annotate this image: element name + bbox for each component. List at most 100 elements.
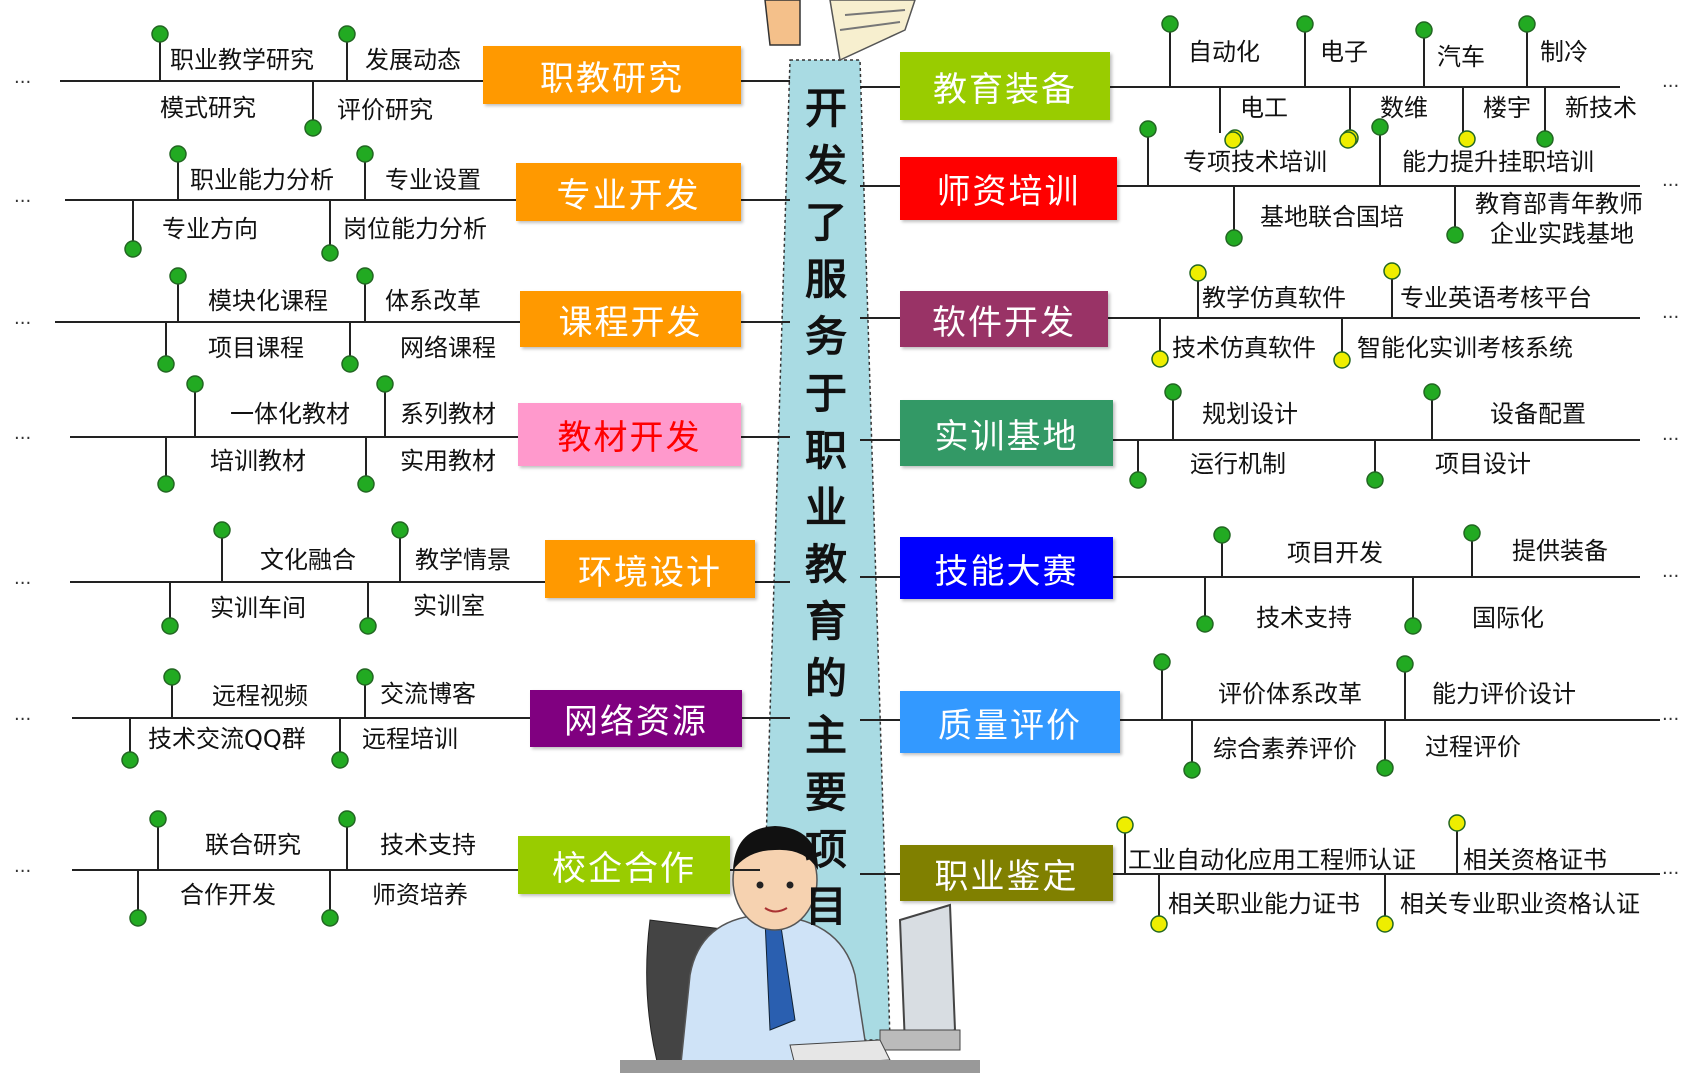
ellipsis-left: ... — [14, 308, 32, 329]
ellipsis-right: ... — [1662, 424, 1680, 445]
leaf-label: 规划设计 — [1202, 400, 1298, 428]
connector-lines — [55, 15, 1660, 933]
leaf-label: 新技术 — [1565, 94, 1637, 122]
leaf-label: 技术支持 — [380, 831, 476, 859]
leaf-label: 岗位能力分析 — [343, 215, 487, 243]
leaf-node-dot — [1213, 526, 1231, 544]
leaf-label: 交流博客 — [380, 680, 476, 708]
leaf-label: 项目开发 — [1287, 539, 1383, 567]
leaf-label: 项目设计 — [1435, 450, 1531, 478]
leaf-node-dot — [151, 25, 169, 43]
leaf-node-dot — [1446, 226, 1464, 244]
leaf-label: 师资培养 — [372, 881, 468, 909]
leaf-node-dot — [169, 145, 187, 163]
branch-box-left[interactable]: 教材开发 — [518, 403, 741, 466]
branch-box-right[interactable]: 质量评价 — [900, 691, 1120, 753]
ellipsis-left: ... — [14, 423, 32, 444]
branch-box-left[interactable]: 网络资源 — [530, 690, 742, 747]
leaf-label: 运行机制 — [1190, 450, 1286, 478]
leaf-node-dot — [169, 267, 187, 285]
center-title-char: 发 — [804, 141, 847, 190]
ellipsis-right: ... — [1662, 302, 1680, 323]
leaf-label: 专业英语考核平台 — [1400, 284, 1592, 312]
leaf-node-dot — [186, 375, 204, 393]
leaf-label: 职业教学研究 — [170, 46, 314, 74]
leaf-node-dot — [1153, 653, 1171, 671]
leaf-node-dot — [121, 751, 139, 769]
leaf-label: 智能化实训考核系统 — [1357, 334, 1573, 362]
branch-box-right[interactable]: 技能大赛 — [900, 537, 1113, 599]
ellipsis-left: ... — [14, 856, 32, 877]
leaf-node-dot — [321, 244, 339, 262]
branch-box-right[interactable]: 实训基地 — [900, 400, 1113, 466]
branch-box-left[interactable]: 专业开发 — [516, 163, 741, 221]
leaf-node-dot — [356, 145, 374, 163]
leaf-label: 评价研究 — [337, 96, 433, 124]
leaf-node-dot — [1423, 383, 1441, 401]
leaf-node-dot — [338, 810, 356, 828]
center-title-char: 主 — [804, 711, 847, 760]
leaf-node-dot — [161, 617, 179, 635]
leaf-node-dot-yellow — [1333, 351, 1351, 369]
center-title-char: 服 — [804, 255, 847, 304]
leaf-node-dot — [1183, 761, 1201, 779]
leaf-label: 提供装备 — [1512, 537, 1608, 565]
center-title-char: 了 — [804, 198, 847, 247]
leaf-label: 一体化教材 — [230, 400, 350, 428]
leaf-label: 培训教材 — [210, 447, 306, 475]
leaf-label: 模块化课程 — [208, 287, 328, 315]
leaf-node-dot-yellow — [1376, 915, 1394, 933]
branch-box-right[interactable]: 职业鉴定 — [900, 845, 1113, 901]
branch-box-left[interactable]: 职教研究 — [483, 46, 741, 104]
leaf-label: 模式研究 — [160, 94, 256, 122]
branch-box-right[interactable]: 软件开发 — [900, 291, 1108, 347]
ellipsis-left: ... — [14, 186, 32, 207]
branch-box-left[interactable]: 校企合作 — [518, 836, 730, 894]
leaf-node-dot — [1225, 229, 1243, 247]
center-title-char: 育 — [804, 597, 847, 646]
leaf-label: 远程培训 — [362, 725, 458, 753]
leaf-label: 企业实践基地 — [1490, 220, 1634, 248]
leaf-label: 综合素养评价 — [1213, 735, 1357, 763]
leaf-node-dot — [1415, 21, 1433, 39]
leaf-label: 专项技术培训 — [1183, 148, 1327, 176]
leaf-node-dot — [163, 668, 181, 686]
center-title-char: 于 — [804, 369, 847, 418]
ellipsis-left: ... — [14, 67, 32, 88]
leaf-label: 基地联合国培 — [1260, 203, 1404, 231]
leaf-label: 楼宇 — [1483, 94, 1531, 122]
branch-box-right[interactable]: 师资培训 — [900, 157, 1117, 220]
leaf-label: 网络课程 — [400, 334, 496, 362]
leaf-label: 文化融合 — [260, 546, 356, 574]
leaf-node-dot — [357, 475, 375, 493]
leaf-node-dot — [341, 355, 359, 373]
center-title-char: 开 — [804, 84, 847, 133]
leaf-node-dot — [391, 521, 409, 539]
ellipsis-right: ... — [1662, 71, 1680, 92]
leaf-label: 电工 — [1240, 94, 1288, 122]
branch-box-right[interactable]: 教育装备 — [900, 52, 1110, 120]
center-title-char: 目 — [804, 882, 847, 931]
leaf-node-dot — [124, 240, 142, 258]
leaf-label: 制冷 — [1540, 38, 1588, 66]
branch-box-left[interactable]: 课程开发 — [520, 291, 741, 347]
leaf-node-dot — [1396, 655, 1414, 673]
leaf-node-dot — [213, 521, 231, 539]
leaf-label: 能力评价设计 — [1432, 680, 1576, 708]
center-title-char: 业 — [804, 483, 847, 532]
leaf-label: 数维 — [1380, 94, 1428, 122]
leaf-node-dot — [1463, 524, 1481, 542]
leaf-node-dot — [331, 751, 349, 769]
leaf-label: 发展动态 — [365, 46, 461, 74]
leaf-label: 实训车间 — [210, 594, 306, 622]
leaf-label: 教学情景 — [415, 546, 511, 574]
leaf-node-dot — [338, 25, 356, 43]
branch-box-left[interactable]: 环境设计 — [545, 540, 755, 598]
leaf-node-dot — [149, 810, 167, 828]
leaf-node-dot — [1161, 15, 1179, 33]
leaf-node-dot-yellow — [1448, 814, 1466, 832]
leaf-node-dot — [129, 909, 147, 927]
leaf-label: 工业自动化应用工程师认证 — [1128, 846, 1416, 874]
leaf-label: 联合研究 — [205, 831, 301, 859]
leaf-label: 实训室 — [413, 592, 485, 620]
